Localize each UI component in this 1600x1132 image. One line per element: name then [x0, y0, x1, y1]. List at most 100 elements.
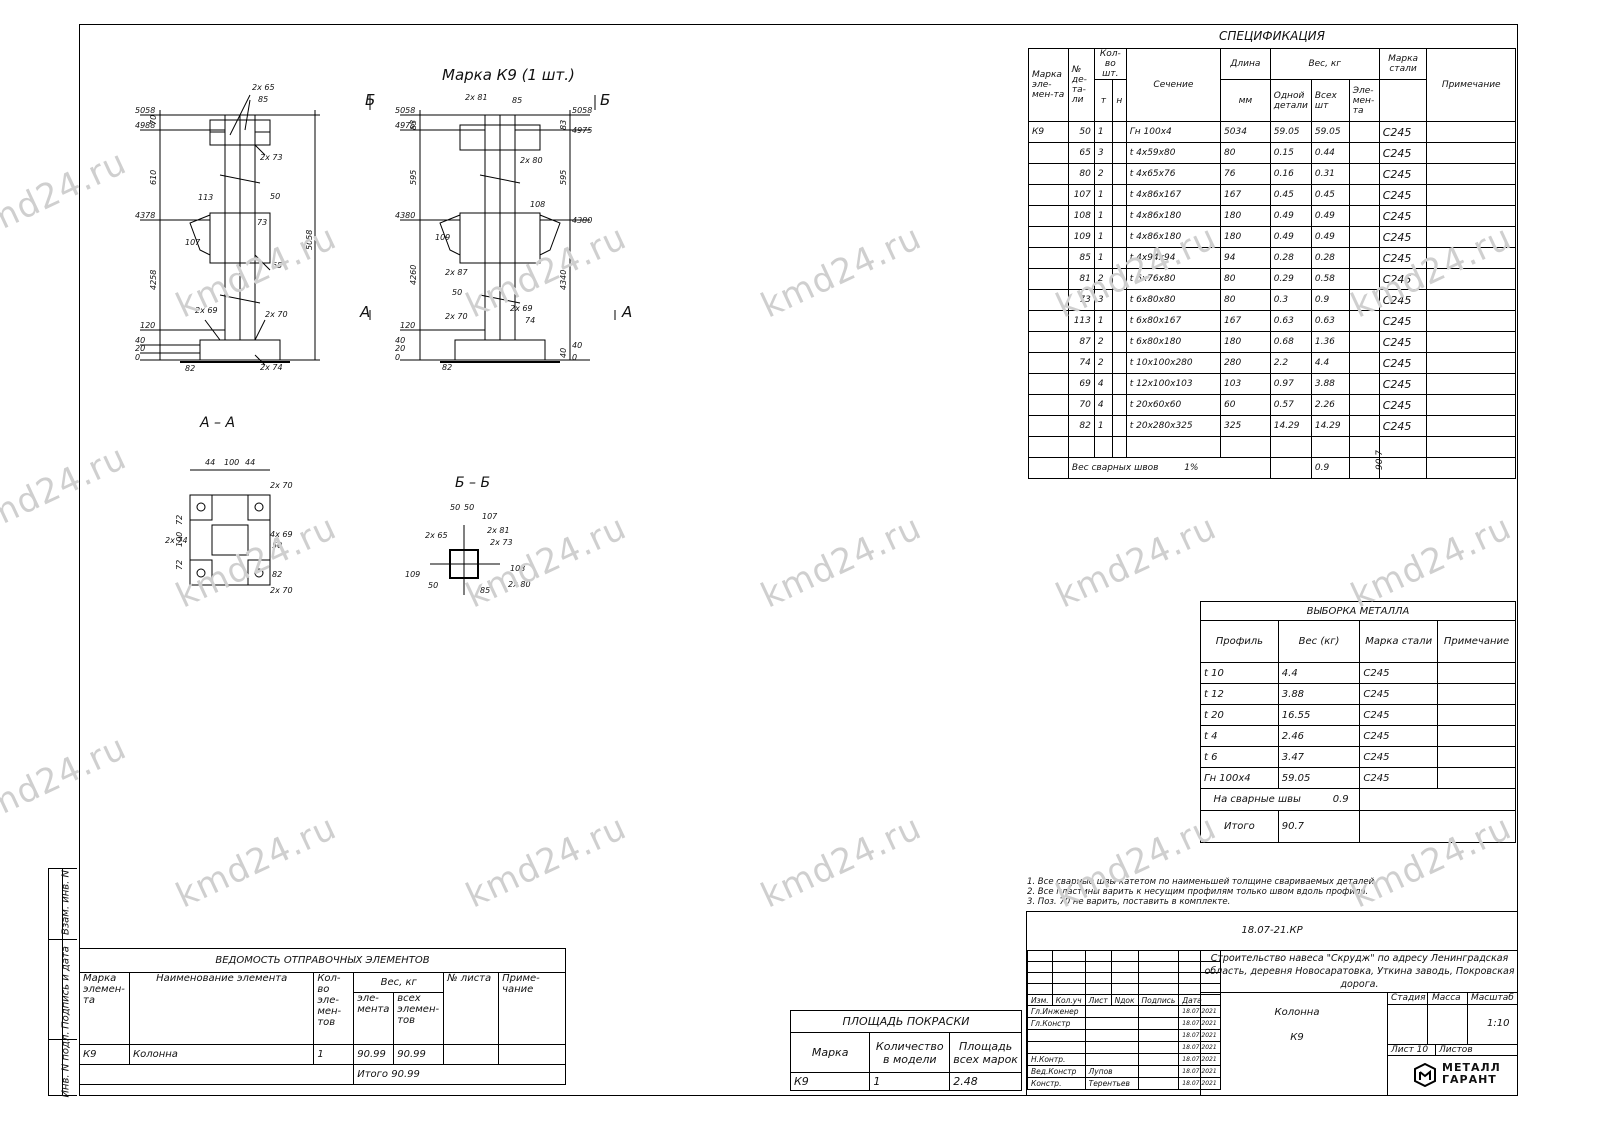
svg-text:50: 50 [450, 503, 460, 512]
svg-text:108: 108 [530, 200, 545, 209]
svg-text:4380: 4380 [572, 216, 592, 225]
svg-text:109: 109 [435, 233, 450, 242]
svg-text:72: 72 [175, 515, 184, 525]
metal-title: ВЫБОРКА МЕТАЛЛА [1200, 601, 1516, 621]
svg-text:2x 70: 2x 70 [265, 310, 288, 319]
svg-text:50: 50 [452, 288, 462, 297]
svg-text:100: 100 [224, 458, 239, 467]
svg-text:0: 0 [395, 353, 400, 362]
shipping-table: ВЕДОМОСТЬ ОТПРАВОЧНЫХ ЭЛЕМЕНТОВ Марка эл… [78, 948, 566, 1085]
svg-text:4340: 4340 [559, 270, 568, 290]
spec-h-qty: Кол-во шт. [1093, 48, 1127, 80]
shipping-title: ВЕДОМОСТЬ ОТПРАВОЧНЫХ ЭЛЕМЕНТОВ [79, 948, 566, 973]
svg-text:2x 70: 2x 70 [270, 586, 293, 595]
svg-text:2x 73: 2x 73 [490, 538, 513, 547]
svg-text:А: А [621, 303, 632, 321]
svg-text:82: 82 [442, 363, 452, 372]
notes: 1. Все сварные швы катетом по наименьшей… [1027, 877, 1377, 907]
left-view [140, 94, 320, 366]
svg-text:85: 85 [512, 96, 522, 105]
svg-text:44: 44 [245, 458, 255, 467]
paint-table: ПЛОЩАДЬ ПОКРАСКИ Марка Количество в моде… [789, 1010, 1022, 1091]
tb-role-row: Н.Контр.18.07.2021 [1027, 1053, 1221, 1066]
svg-text:72: 72 [175, 560, 184, 570]
svg-text:108: 108 [510, 564, 525, 573]
svg-text:0: 0 [135, 353, 140, 362]
section-aa-title: А – А [199, 415, 235, 431]
svg-text:44: 44 [205, 458, 215, 467]
spec-h-weight: Вес, кг [1269, 48, 1380, 80]
section-bb-title: Б – Б [455, 475, 490, 491]
svg-text:40: 40 [395, 336, 405, 345]
svg-text:Б: Б [600, 91, 610, 109]
tb-project: Строительство навеса "Скрудж" по адресу … [1204, 953, 1515, 990]
logo-line1: МЕТАЛЛ [1442, 1061, 1501, 1074]
spec-element-weight: 90.7 [1375, 449, 1386, 471]
svg-text:4988: 4988 [135, 121, 155, 130]
svg-text:83: 83 [559, 120, 568, 130]
spec-h-mark: Марка эле-мен-та [1028, 48, 1069, 122]
svg-text:2x 81: 2x 81 [487, 526, 510, 535]
paint-row: К9 1 2.48 [789, 1072, 1022, 1091]
svg-text:5058: 5058 [395, 106, 415, 115]
svg-text:120: 120 [140, 321, 155, 330]
svg-text:82: 82 [272, 570, 282, 579]
svg-text:50: 50 [270, 192, 280, 201]
svg-text:40: 40 [572, 341, 582, 350]
svg-text:74: 74 [525, 316, 535, 325]
logo-icon [1414, 1063, 1436, 1087]
right-labels: 5058 4975 4380 120 40 20 0 5058 4975 438… [359, 91, 632, 372]
svg-text:70: 70 [149, 115, 158, 125]
svg-text:5058: 5058 [135, 106, 155, 115]
tb-role-row: 18.07.2021 [1027, 1029, 1221, 1042]
svg-text:2x 81: 2x 81 [465, 93, 488, 102]
svg-text:100: 100 [175, 532, 184, 547]
metal-table: ВЫБОРКА МЕТАЛЛА Профиль Вес (кг) Марка с… [1199, 601, 1516, 843]
svg-text:50: 50 [428, 581, 438, 590]
svg-text:113: 113 [198, 193, 213, 202]
svg-text:50: 50 [464, 503, 474, 512]
svg-text:4975: 4975 [572, 126, 592, 135]
svg-text:82: 82 [185, 364, 195, 373]
metal-weld: На сварные швы 0.9 [1199, 788, 1361, 811]
svg-text:73: 73 [257, 218, 267, 227]
svg-text:4260: 4260 [409, 265, 418, 285]
drawing-frame [79, 24, 1518, 1096]
tb-role-row: 18.07.2021 [1027, 1041, 1221, 1054]
stamp-inv: Инв. N подл. [60, 1031, 72, 1098]
svg-text:85: 85 [258, 95, 268, 104]
spec-h-length: Длина [1220, 48, 1271, 80]
svg-text:50: 50 [272, 541, 282, 550]
svg-text:20: 20 [135, 344, 145, 353]
shipping-total: Итого 90.99 [353, 1064, 566, 1085]
svg-text:2x 65: 2x 65 [252, 83, 275, 92]
spec-title: СПЕЦИФИКАЦИЯ [1219, 29, 1325, 43]
section-bb [430, 525, 500, 595]
svg-text:120: 120 [400, 321, 415, 330]
svg-text:40: 40 [559, 348, 568, 358]
svg-text:4x 69: 4x 69 [270, 530, 293, 539]
svg-text:А: А [359, 303, 370, 321]
svg-text:2x 73: 2x 73 [260, 153, 283, 162]
svg-text:2x 74: 2x 74 [165, 536, 188, 545]
svg-text:2x 74: 2x 74 [260, 363, 283, 372]
svg-text:595: 595 [409, 170, 418, 185]
svg-text:109: 109 [405, 570, 420, 579]
